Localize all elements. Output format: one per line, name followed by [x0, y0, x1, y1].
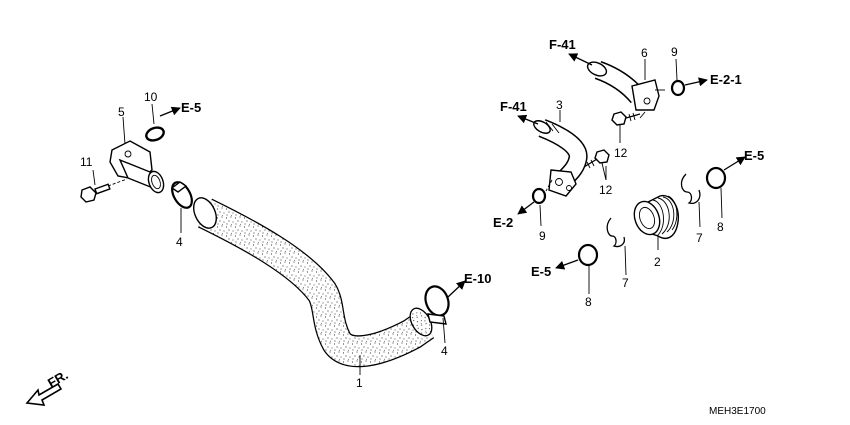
label-part-6: 6	[641, 46, 648, 60]
o-ring-part-8-lower	[577, 243, 599, 267]
label-part-4-upper: 4	[176, 235, 183, 249]
front-arrow-label: FR.	[45, 367, 71, 390]
ref-e10: E-10	[464, 271, 491, 286]
label-part-12-mid: 12	[599, 183, 613, 197]
leader-lines	[92, 58, 723, 375]
clip-part-7-lower	[606, 217, 626, 248]
label-part-9-top: 9	[671, 45, 678, 59]
ref-e2: E-2	[493, 215, 513, 230]
clip-part-7-upper	[680, 173, 701, 204]
label-part-11: 11	[80, 155, 93, 169]
label-part-10: 10	[144, 90, 158, 104]
o-ring-part-9-mid	[531, 187, 547, 205]
diagram-code: MEH3E1700	[709, 406, 766, 417]
label-part-1: 1	[356, 376, 363, 390]
reference-arrows	[159, 53, 746, 298]
ref-e5-right: E-5	[744, 148, 764, 163]
bolt-part-12-mid	[583, 149, 610, 181]
ref-e2-1: E-2-1	[710, 72, 742, 87]
label-part-8-right: 8	[717, 220, 724, 234]
label-part-7-upper: 7	[696, 231, 703, 245]
label-part-4-lower: 4	[441, 344, 448, 358]
water-hose-part-1	[192, 197, 435, 368]
bolt-part-12-top	[611, 111, 641, 126]
label-part-9-mid: 9	[539, 229, 546, 243]
ref-f41-top: F-41	[549, 37, 576, 52]
hose-clamp-part-4-lower	[424, 285, 450, 325]
label-part-12-top: 12	[614, 146, 628, 160]
water-pipe-part-6	[586, 61, 665, 119]
label-part-2: 2	[654, 255, 661, 269]
hose-clamp-part-4-upper	[170, 181, 193, 209]
bolt-part-11	[80, 178, 128, 203]
joint-pipe-part-2	[633, 194, 679, 240]
ref-e5-low: E-5	[531, 264, 551, 279]
o-ring-part-9-top	[670, 79, 686, 97]
label-part-7-lower: 7	[622, 276, 629, 290]
ref-e5-top: E-5	[181, 100, 201, 115]
label-part-5: 5	[118, 105, 125, 119]
front-direction-arrow: FR.	[25, 367, 71, 406]
water-pipe-part-3	[533, 119, 588, 197]
label-part-3: 3	[556, 98, 563, 112]
label-part-8-lower: 8	[585, 295, 592, 309]
o-ring-part-10	[145, 126, 165, 142]
ref-f41-mid: F-41	[500, 99, 527, 114]
outlet-housing-part-5	[109, 140, 165, 194]
o-ring-part-8-right	[705, 166, 727, 190]
